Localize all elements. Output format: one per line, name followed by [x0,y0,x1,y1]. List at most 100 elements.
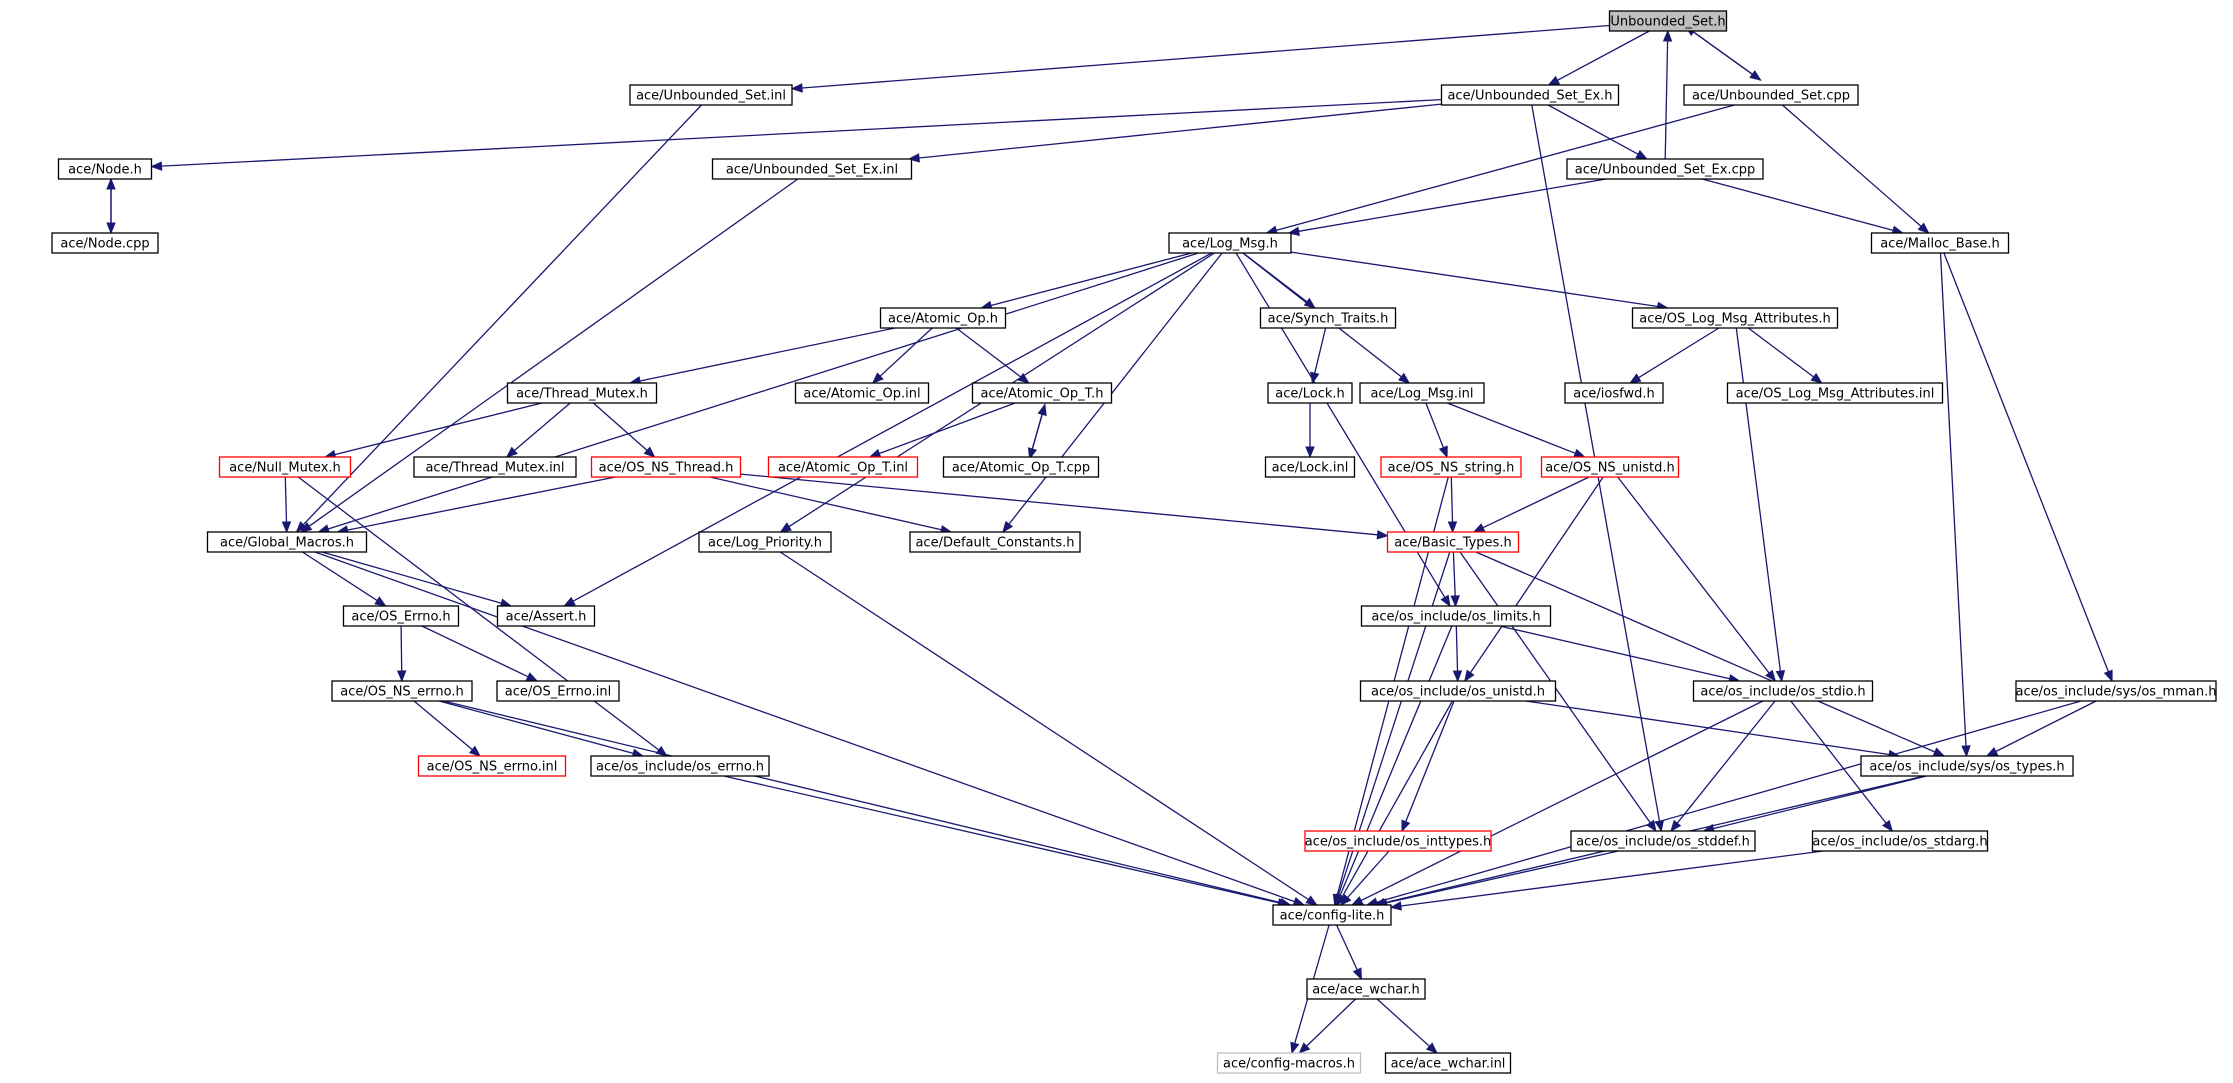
edge-atomic_op_t_cpp-to-atomic_op_t_h [1028,414,1043,459]
node-lock-inl[interactable]: ace/Lock.inl [1264,456,1356,478]
node-os-include-errno-h[interactable]: ace/os_include/os_errno.h [590,755,770,777]
node-os-ns-errno-h[interactable]: ace/OS_NS_errno.h [331,680,473,702]
node-label: ace/os_include/os_stdarg.h [1812,835,1987,850]
node-os-log-msg-attr-h[interactable]: ace/OS_Log_Msg_Attributes.h [1631,307,1839,329]
node-os-limits-h[interactable]: ace/os_include/os_limits.h [1360,605,1552,627]
node-thread-mutex-inl[interactable]: ace/Thread_Mutex.inl [413,456,577,478]
edge-ace_wchar_h-to-config_macros_h [1306,998,1357,1047]
edge-unbounded_set_cpp-to-unbounded_set_h [1693,31,1761,81]
node-label: ace/Assert.h [506,610,587,625]
node-os-errno-h[interactable]: ace/OS_Errno.h [342,605,460,627]
node-label: ace/OS_Log_Msg_Attributes.inl [1736,387,1935,402]
node-basic-types-h[interactable]: ace/Basic_Types.h [1386,531,1520,553]
node-os-stddef-h[interactable]: ace/os_include/os_stddef.h [1570,830,1756,852]
node-sys-os-types-h[interactable]: ace/os_include/sys/os_types.h [1860,755,2074,777]
arrowhead-sys_os_mman_h-to-sys_os_types_h [1985,747,1999,757]
arrowhead-os_log_msg_attr_h-to-os_stdio_h [1775,670,1786,683]
edge-os_include_errno_h-to-config_lite_h [723,775,1279,904]
node-box [1359,680,1557,702]
node-null-mutex-h[interactable]: ace/Null_Mutex.h [218,456,352,478]
node-label: ace/OS_Log_Msg_Attributes.h [1639,312,1830,327]
node-label: ace/ace_wchar.inl [1391,1057,1506,1072]
node-lock-h[interactable]: ace/Lock.h [1267,382,1353,404]
node-label: ace/Unbounded_Set_Ex.cpp [1575,163,1755,178]
node-box [698,531,832,553]
node-label: ace/Node.h [68,163,142,178]
node-node-cpp[interactable]: ace/Node.cpp [51,232,159,254]
node-label: ace/Unbounded_Set_Ex.h [1447,89,1612,104]
node-iosfwd-h[interactable]: ace/iosfwd.h [1564,382,1664,404]
node-log-msg-h[interactable]: ace/Log_Msg.h [1168,232,1292,254]
node-os-ns-thread-h[interactable]: ace/OS_NS_Thread.h [590,456,742,478]
node-os-ns-unistd-h[interactable]: ace/OS_NS_unistd.h [1540,456,1680,478]
node-label: ace/os_include/os_limits.h [1371,610,1540,625]
node-malloc-base-h[interactable]: ace/Malloc_Base.h [1870,232,2010,254]
arrowhead-unbounded_set_h-to-unbounded_set_inl [790,83,803,93]
arrowhead-malloc_base_h-to-sys_os_mman_h [2103,669,2113,683]
node-unbounded-set-h[interactable]: Unbounded_Set.h [1608,10,1728,32]
node-atomic-op-t-inl[interactable]: ace/Atomic_Op_T.inl [767,456,919,478]
node-box [909,531,1081,553]
arrowhead-node_cpp-to-node_h [106,177,116,190]
node-unbounded-set-cpp[interactable]: ace/Unbounded_Set.cpp [1683,84,1859,106]
edge-os_errno_h-to-os_errno_inl [421,625,529,678]
edge-basic_types_h-to-os_limits_h [1452,551,1456,597]
node-box [1359,382,1485,404]
node-default-constants-h[interactable]: ace/Default_Constants.h [909,531,1081,553]
node-assert-h[interactable]: ace/Assert.h [496,605,596,627]
node-synch-traits-h[interactable]: ace/Synch_Traits.h [1259,307,1397,329]
edge-os_stdio_h-to-os_stdarg_h [1790,700,1887,824]
node-label: ace/OS_Errno.inl [505,685,611,700]
nodes-layer: Unbounded_Set.h ace/Unbounded_Set.inl ace/… [51,10,2217,1074]
arrowhead-os_unistd_h-to-os_inttypes_h [1401,819,1411,833]
node-unbounded-set-ex-cpp[interactable]: ace/Unbounded_Set_Ex.cpp [1566,158,1764,180]
node-box [1386,531,1520,553]
node-label: ace/iosfwd.h [1573,387,1654,402]
node-os-ns-errno-inl[interactable]: ace/OS_NS_errno.inl [417,755,567,777]
node-label: ace/os_include/os_unistd.h [1371,685,1545,700]
node-os-ns-string-h[interactable]: ace/OS_NS_string.h [1380,456,1522,478]
node-os-inttypes-h[interactable]: ace/os_include/os_inttypes.h [1304,830,1492,852]
node-atomic-op-t-cpp[interactable]: ace/Atomic_Op_T.cpp [942,456,1100,478]
node-os-log-msg-attr-inl[interactable]: ace/OS_Log_Msg_Attributes.inl [1726,382,1944,404]
edge-atomic_op_h-to-atomic_op_inl [879,327,933,377]
node-atomic-op-t-h[interactable]: ace/Atomic_Op_T.h [971,382,1113,404]
node-unbounded-set-ex-inl[interactable]: ace/Unbounded_Set_Ex.inl [711,158,913,180]
node-unbounded-set-inl[interactable]: ace/Unbounded_Set.inl [629,84,793,106]
node-config-lite-h[interactable]: ace/config-lite.h [1272,904,1392,926]
arrowhead-os_stdio_h-to-os_stdarg_h [1882,819,1894,833]
edge-unbounded_set_ex_inl-to-global_macros_h [308,178,799,527]
edge-os_limits_h-to-os_unistd_h [1455,625,1459,672]
node-os-stdarg-h[interactable]: ace/os_include/os_stdarg.h [1811,830,1989,852]
node-unbounded-set-ex-h[interactable]: ace/Unbounded_Set_Ex.h [1440,84,1620,106]
edge-thread_mutex_h-to-os_ns_thread_h [592,402,648,451]
node-log-msg-inl[interactable]: ace/Log_Msg.inl [1359,382,1485,404]
node-node-h[interactable]: ace/Node.h [57,158,153,180]
node-log-priority-h[interactable]: ace/Log_Priority.h [698,531,832,553]
edge-log_msg_inl-to-os_ns_string_h [1425,402,1445,448]
edge-os_ns_errno_h-to-os_ns_errno_inl [413,700,473,751]
node-label: ace/ace_wchar.h [1312,983,1420,998]
arrowhead-log_priority_h-to-config_lite_h [1305,895,1318,906]
node-thread-mutex-h[interactable]: ace/Thread_Mutex.h [506,382,658,404]
node-atomic-op-h[interactable]: ace/Atomic_Op.h [879,307,1007,329]
node-box [711,158,913,180]
arrowhead-os_stdio_h-to-config_lite_h [1350,896,1364,906]
node-config-macros-h[interactable]: ace/config-macros.h [1216,1052,1362,1074]
node-ace-wchar-h[interactable]: ace/ace_wchar.h [1306,978,1426,1000]
node-ace-wchar-inl[interactable]: ace/ace_wchar.inl [1384,1052,1512,1074]
arrowhead-thread_mutex_h-to-os_ns_thread_h [643,446,656,458]
edge-os_unistd_h-to-config_lite_h [1341,700,1453,897]
node-global-macros-h[interactable]: ace/Global_Macros.h [206,531,368,553]
node-sys-os-mman-h[interactable]: ace/os_include/sys/os_mman.h [2015,680,2217,702]
node-box [1692,680,1874,702]
node-box [1264,456,1356,478]
node-box [1564,382,1664,404]
edge-os_log_msg_attr_h-to-iosfwd_h [1638,327,1720,379]
node-os-stdio-h[interactable]: ace/os_include/os_stdio.h [1692,680,1874,702]
node-os-unistd-h[interactable]: ace/os_include/os_unistd.h [1359,680,1557,702]
node-os-errno-inl[interactable]: ace/OS_Errno.inl [496,680,620,702]
edge-unbounded_set_ex_cpp-to-malloc_base_h [1702,178,1894,232]
node-atomic-op-inl[interactable]: ace/Atomic_Op.inl [794,382,930,404]
